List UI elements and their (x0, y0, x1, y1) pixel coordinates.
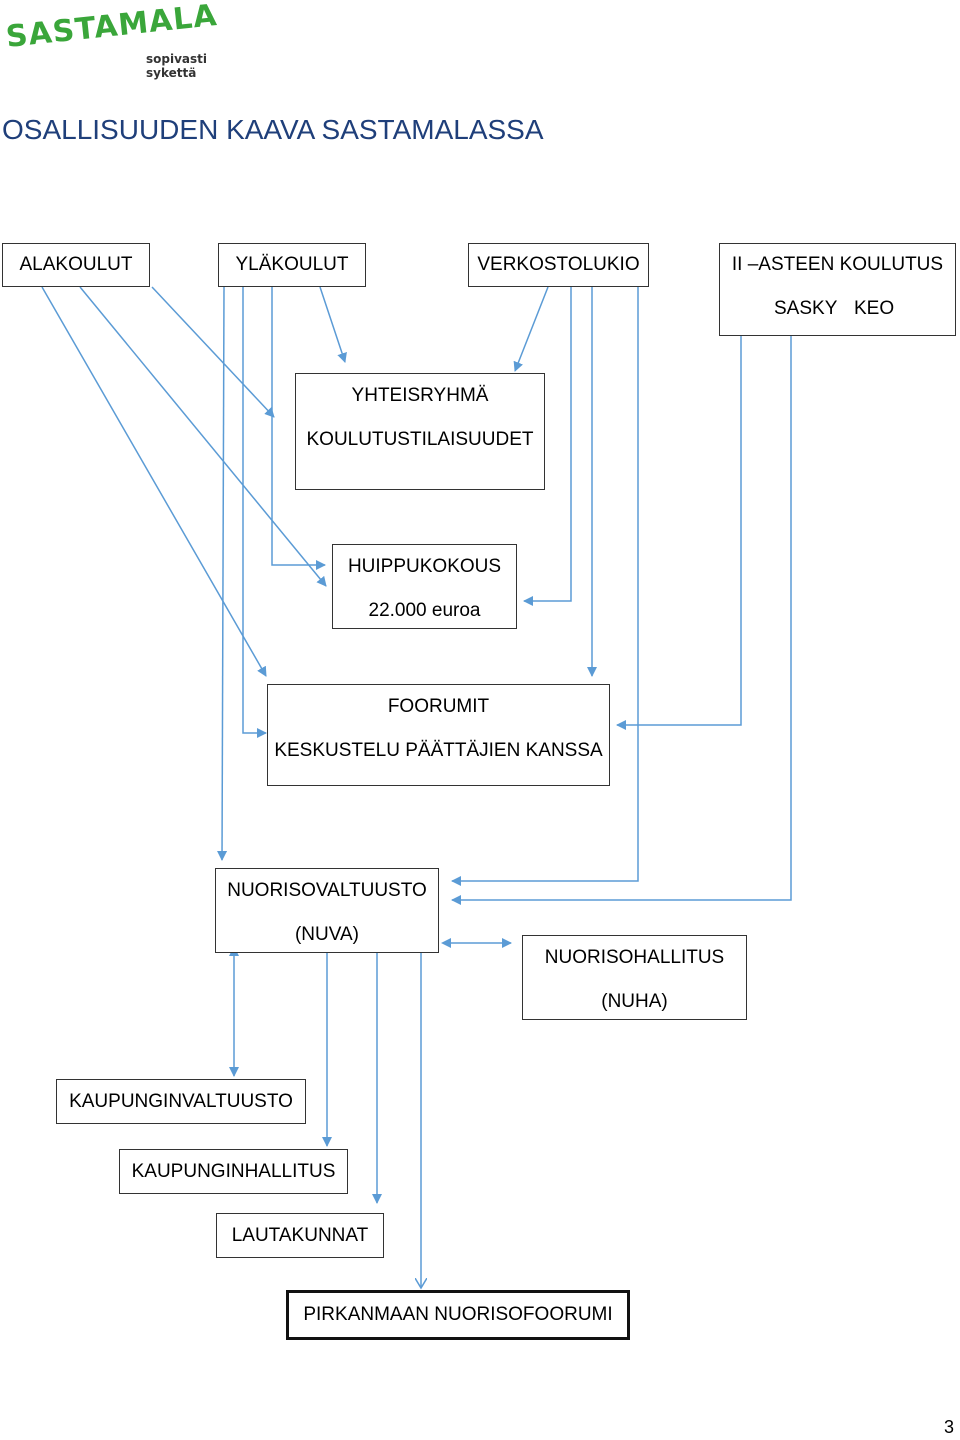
box-lautakunnat: LAUTAKUNNAT (216, 1213, 384, 1258)
box-pirkanmaan-nuorisofoorumi: PIRKANMAAN NUORISOFOORUMI (286, 1290, 630, 1340)
page-number: 3 (943, 1417, 954, 1437)
box-verkostolukio: VERKOSTOLUKIO (468, 243, 649, 287)
arrow-ylakoulut-huippukokous (271, 287, 326, 570)
box-toinen-aste: II –ASTEEN KOULUTUS SASKY KEO (719, 243, 956, 336)
label-keo: KEO (854, 298, 895, 319)
label-sasky: SASKY (774, 298, 838, 319)
arrow-ylakoulut-foorumit (242, 287, 267, 738)
box-kaupunginvaltuusto: KAUPUNGINVALTUUSTO (56, 1079, 306, 1124)
box-yhteisryhma: YHTEISRYHMÄ KOULUTUSTILAISUUDET (295, 373, 545, 490)
arrow-alakoulut-yhteisryhma (151, 286, 275, 418)
arrow-ylakoulut-nuva (217, 286, 228, 861)
arrow-verkostolukio-yhteisryhma (513, 286, 549, 372)
box-nuorisovaltuusto: NUORISOVALTUUSTO (NUVA) (215, 868, 439, 953)
arrow-verkostolukio-nuva (451, 287, 639, 886)
arrow-toinenaste-foorumit (616, 336, 742, 730)
sastamala-logo: SASTAMALA sopivasti sykettä (4, 0, 258, 80)
box-huippukokous: HUIPPUKOKOUS 22.000 euroa (332, 544, 517, 629)
box-nuorisohallitus: NUORISOHALLITUS (NUHA) (522, 935, 747, 1020)
arrow-verkostolukio-huippukokous (523, 287, 572, 606)
arrow-alakoulut-huippukokous (79, 286, 327, 587)
page-title: OSALLISUUDEN KAAVA SASTAMALASSA (2, 114, 544, 145)
arrow-ylakoulut-yhteisryhma (319, 286, 347, 363)
box-foorumit: FOORUMIT KESKUSTELU PÄÄTTÄJIEN KANSSA (267, 684, 610, 786)
logo-slogan: sopivasti sykettä (146, 52, 208, 80)
arrow-toinenaste-nuva (451, 336, 792, 905)
box-ylakoulut: YLÄKOULUT (218, 243, 366, 287)
arrow-alakoulut-foorumit (41, 286, 267, 677)
box-alakoulut: ALAKOULUT (2, 243, 150, 287)
box-kaupunginhallitus: KAUPUNGINHALLITUS (119, 1149, 348, 1194)
